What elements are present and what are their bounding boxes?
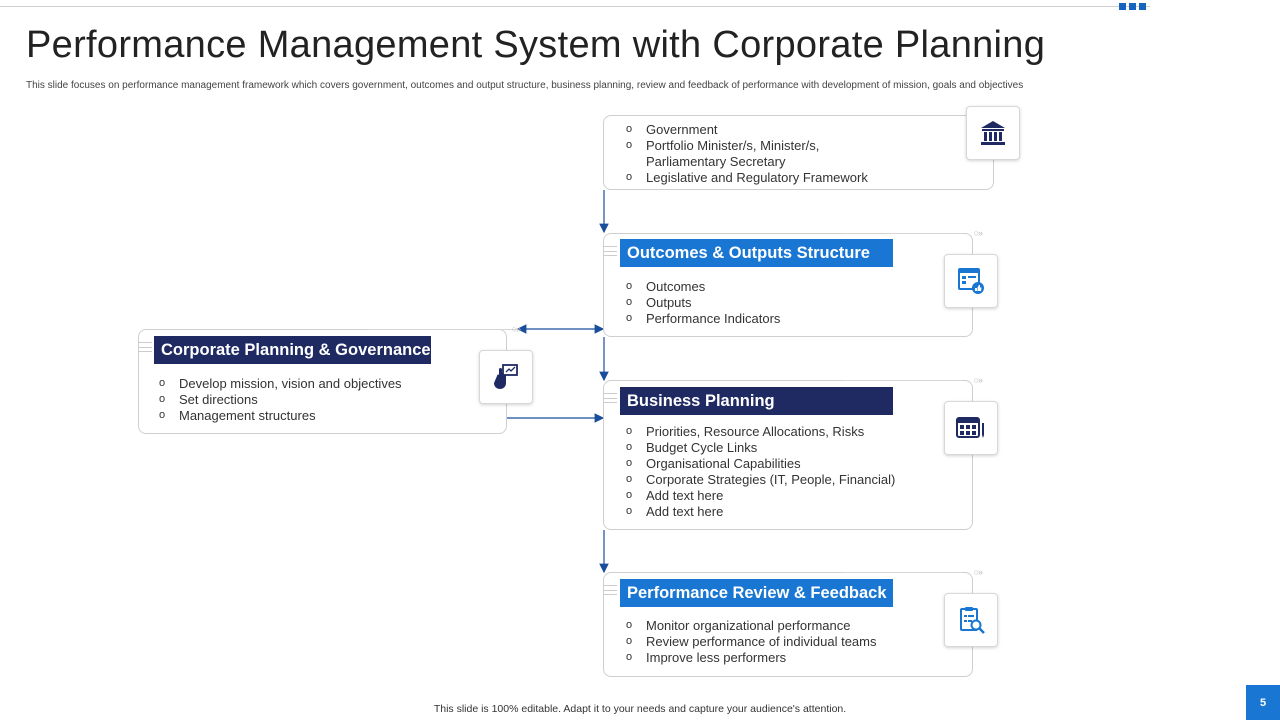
- list-item: Legislative and Regulatory Framework: [626, 169, 868, 186]
- government-building-icon: [966, 106, 1020, 160]
- business-list: Priorities, Resource Allocations, Risks …: [626, 423, 895, 520]
- list-item: Monitor organizational performance: [626, 617, 877, 634]
- review-header: Performance Review & Feedback: [620, 579, 893, 607]
- corner-decoration: [1119, 3, 1146, 10]
- business-header: Business Planning: [620, 387, 893, 415]
- hand-presentation-icon: [479, 350, 533, 404]
- list-item: Management structures: [159, 407, 402, 424]
- dashboard-thumbs-up-icon: [944, 254, 998, 308]
- list-item: Priorities, Resource Allocations, Risks: [626, 423, 895, 440]
- outcomes-header: Outcomes & Outputs Structure: [620, 239, 893, 267]
- page-number: 5: [1246, 685, 1280, 720]
- list-item: Outcomes: [626, 278, 780, 295]
- top-rule: [0, 6, 1150, 7]
- list-item-continuation: Parliamentary Secretary: [646, 154, 786, 169]
- list-item: Set directions: [159, 391, 402, 408]
- list-item: Review performance of individual teams: [626, 633, 877, 650]
- list-item: Government: [626, 121, 868, 138]
- list-item: Corporate Strategies (IT, People, Financ…: [626, 471, 895, 488]
- list-item: Outputs: [626, 294, 780, 311]
- government-card: Government Portfolio Minister/s, Ministe…: [603, 115, 994, 190]
- list-item: Add text here: [626, 487, 895, 504]
- corporate-list: Develop mission, vision and objectives S…: [159, 375, 402, 424]
- slide-footer: This slide is 100% editable. Adapt it to…: [433, 703, 847, 715]
- slide-title: Performance Management System with Corpo…: [26, 24, 1046, 66]
- list-item: Improve less performers: [626, 649, 877, 666]
- list-item: Develop mission, vision and objectives: [159, 375, 402, 392]
- slide-subtitle: This slide focuses on performance manage…: [26, 80, 1024, 91]
- list-item: Add text here: [626, 503, 895, 520]
- list-item: Performance Indicators: [626, 310, 780, 327]
- government-list: Government Portfolio Minister/s, Ministe…: [626, 121, 868, 186]
- clipboard-search-icon: [944, 593, 998, 647]
- list-item: Budget Cycle Links: [626, 439, 895, 456]
- outcomes-list: Outcomes Outputs Performance Indicators: [626, 278, 780, 327]
- corporate-header: Corporate Planning & Governance: [154, 336, 431, 364]
- list-item: Portfolio Minister/s, Minister/s,: [626, 137, 868, 154]
- list-item: Organisational Capabilities: [626, 455, 895, 472]
- review-list: Monitor organizational performance Revie…: [626, 617, 877, 666]
- calendar-planner-icon: [944, 401, 998, 455]
